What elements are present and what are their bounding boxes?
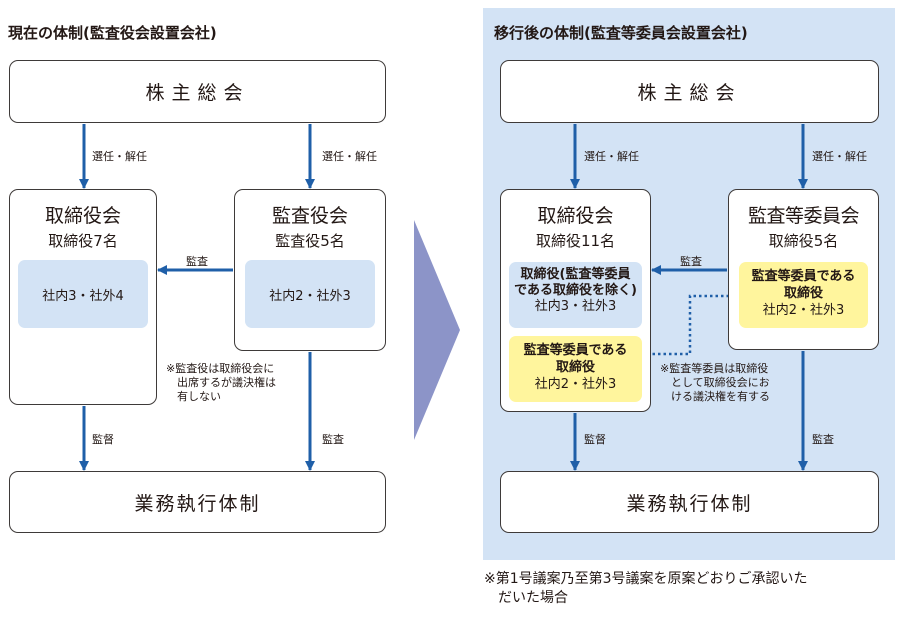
transition-chevron-icon [414,220,460,440]
after-board-member-line: 監査等委員である [523,343,628,358]
current-supervise-label: 監督 [92,433,114,446]
current-section-title: 現在の体制(監査役会設置会社) [8,24,217,42]
after-note-line: として取締役会にお [671,376,770,389]
after-appoint-label-left: 選任・解任 [584,150,639,163]
current-execution-box: 業務執行体制 [9,471,386,533]
after-board-executive-line: である取締役を除く) [514,283,637,298]
after-section-title: 移行後の体制(監査等委員会設置会社) [494,24,748,42]
current-board-composition-box: 社内3・社外4 [18,260,148,328]
current-auditors-composition-box: 社内2・社外3 [245,260,375,328]
current-note-line: 有しない [177,390,221,403]
after-committee-member-line: 監査等委員である [751,269,856,284]
after-audit-arrow-label: 監査 [680,255,702,268]
after-committee-count: 取締役5名 [768,232,839,250]
current-execution-label: 業務執行体制 [134,492,261,515]
after-committee-box: 監査等委員会 取締役5名 監査等委員である 取締役 社内2・社外3 [728,189,879,350]
current-appoint-label-left: 選任・解任 [92,150,147,163]
current-board-name: 取締役会 [44,205,121,227]
current-audit-arrow-label: 監査 [186,255,208,268]
current-auditors-name: 監査役会 [271,205,348,227]
after-board-member-box: 監査等委員である 取締役 社内2・社外3 [509,336,642,402]
after-committee-member-box: 監査等委員である 取締役 社内2・社外3 [739,262,868,328]
current-auditors-composition: 社内2・社外3 [269,288,351,304]
current-audit-label-bottom: 監査 [322,433,344,446]
after-committee-member-line: 取締役 [783,286,823,301]
after-committee-name: 監査等委員会 [747,205,860,227]
after-appoint-label-right: 選任・解任 [812,150,867,163]
after-audit-label-bottom: 監査 [812,433,834,446]
after-committee-member-composition: 社内2・社外3 [762,303,845,318]
after-note-line: ※監査等委員は取締役 [660,362,769,375]
after-board-member-composition: 社内2・社外3 [534,377,617,392]
after-note: ※監査等委員は取締役 として取締役会にお ける議決権を有する [660,362,770,404]
current-auditors-box: 監査役会 監査役5名 社内2・社外3 [234,189,386,351]
current-appoint-label-right: 選任・解任 [322,150,377,163]
current-board-box: 取締役会 取締役7名 社内3・社外4 [9,189,157,405]
current-board-count: 取締役7名 [48,232,118,250]
after-board-member-line: 取締役 [555,360,595,375]
after-shareholders-box: 株主総会 [500,60,879,123]
after-execution-label: 業務執行体制 [626,492,753,515]
current-note-line: 出席するが議決権は [177,376,276,389]
current-shareholders-label: 株主総会 [145,82,250,104]
after-board-executive-box: 取締役(監査等委員 である取締役を除く) 社内3・社外3 [509,262,642,328]
after-board-count: 取締役11名 [535,232,616,250]
current-note: ※監査役は取締役会に 出席するが議決権は 有しない [166,362,276,404]
footnote-line: だいた場合 [498,590,568,606]
after-board-box: 取締役会 取締役11名 取締役(監査等委員 である取締役を除く) 社内3・社外3… [500,189,651,412]
after-supervise-label: 監督 [584,433,606,446]
after-note-line: ける議決権を有する [671,390,770,403]
after-board-executive-line: 取締役(監査等委員 [520,267,631,282]
current-note-line: ※監査役は取締役会に [166,362,275,375]
current-shareholders-box: 株主総会 [9,60,386,123]
after-execution-box: 業務執行体制 [500,471,879,533]
footnote: ※第1号議案乃至第3号議案を原案どおりご承認いた だいた場合 [484,570,808,608]
current-auditors-count: 監査役5名 [275,232,345,250]
after-board-name: 取締役会 [537,205,614,227]
footnote-line: ※第1号議案乃至第3号議案を原案どおりご承認いた [484,571,808,587]
after-member-link-dotted [644,294,740,356]
after-shareholders-label: 株主総会 [637,82,742,104]
after-board-executive-composition: 社内3・社外3 [534,299,617,314]
current-board-composition: 社内3・社外4 [42,288,124,304]
